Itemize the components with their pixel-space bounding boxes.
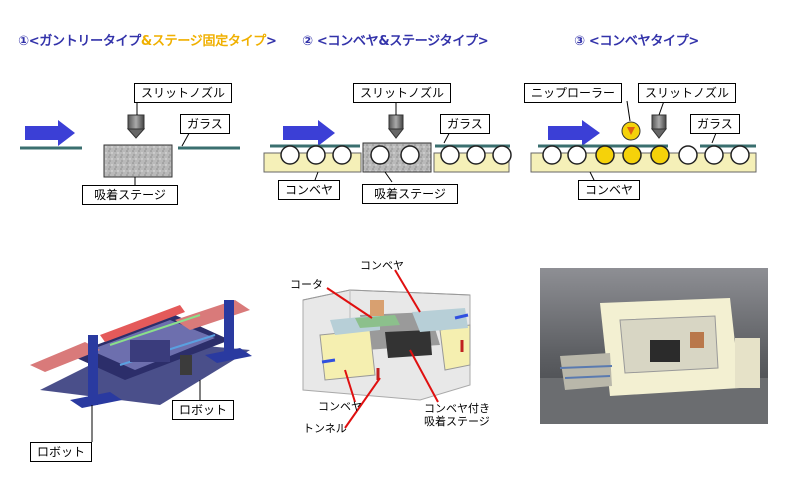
label-tunnel: トンネル bbox=[303, 422, 347, 435]
conveyor-roller bbox=[440, 145, 460, 165]
title-close: > bbox=[266, 34, 277, 49]
conveyor-roller bbox=[280, 145, 300, 165]
conveyor-roller bbox=[306, 145, 326, 165]
label-suction-stage-1: 吸着ステージ bbox=[82, 185, 178, 205]
label-robot-left: ロボット bbox=[30, 442, 93, 462]
conveyor-roller bbox=[567, 145, 587, 165]
label-conveyor-bottom: コンベヤ bbox=[318, 400, 362, 413]
label-glass-3: ガラス bbox=[690, 114, 740, 134]
label-nip-roller: ニップローラー bbox=[524, 83, 623, 103]
title-conveyor-type: ③ <コンベヤタイプ> bbox=[574, 34, 700, 49]
label-conveyor-top: コンベヤ bbox=[360, 259, 404, 272]
conveyor-roller bbox=[370, 145, 390, 165]
conveyor-roller bbox=[332, 145, 352, 165]
slit-nozzle-body-1 bbox=[127, 114, 145, 130]
label-robot-right: ロボット bbox=[172, 400, 235, 420]
conveyor-roller bbox=[622, 145, 642, 165]
conveyor-rollers bbox=[280, 145, 750, 165]
conveyor-roller bbox=[678, 145, 698, 165]
title-number: ① bbox=[18, 34, 29, 49]
label-conveyor-2: コンベヤ bbox=[278, 180, 341, 200]
layout-illustration bbox=[302, 269, 471, 429]
label-slit-nozzle-2: スリットノズル bbox=[353, 83, 452, 103]
slit-nozzle-body-2 bbox=[388, 114, 404, 130]
label-coater: コータ bbox=[290, 278, 323, 291]
conveyor-roller bbox=[466, 145, 486, 165]
label-conveyor-stage-1: コンベヤ付き bbox=[424, 402, 490, 415]
conveyor-roller bbox=[704, 145, 724, 165]
label-conveyor-stage-2: 吸着ステージ bbox=[424, 415, 490, 428]
slit-nozzle-tip-1 bbox=[126, 128, 146, 139]
title-conveyor-stage-type: ② <コンベヤ&ステージタイプ> bbox=[302, 34, 489, 49]
conveyor-roller bbox=[650, 145, 670, 165]
title-open: < bbox=[28, 34, 40, 49]
label-glass-1: ガラス bbox=[180, 114, 230, 134]
label-conveyor-3: コンベヤ bbox=[578, 180, 641, 200]
flow-arrow-3 bbox=[548, 120, 600, 146]
diagram-3 bbox=[530, 100, 757, 181]
machine-photo-drawing bbox=[540, 298, 768, 424]
title-part-a: ガントリータイプ bbox=[39, 34, 141, 49]
suction-stage-block-1 bbox=[103, 144, 173, 178]
conveyor-base-3 bbox=[530, 152, 757, 173]
diagram-1 bbox=[20, 102, 240, 186]
conveyor-roller bbox=[542, 145, 562, 165]
title-part-b: &ステージ固定タイプ bbox=[140, 34, 266, 49]
slit-nozzle-body-3 bbox=[651, 114, 667, 130]
label-slit-nozzle-1: スリットノズル bbox=[134, 83, 233, 103]
label-suction-stage-2: 吸着ステージ bbox=[362, 184, 458, 204]
conveyor-roller bbox=[595, 145, 615, 165]
machine-photo bbox=[540, 268, 768, 424]
conveyor-roller bbox=[400, 145, 420, 165]
gantry-robot-illustration bbox=[30, 300, 252, 442]
label-glass-2: ガラス bbox=[440, 114, 490, 134]
conveyor-roller bbox=[730, 145, 750, 165]
flow-arrow-1 bbox=[25, 120, 75, 146]
title-gantry-type: ①<ガントリータイプ&ステージ固定タイプ> bbox=[18, 30, 277, 49]
label-slit-nozzle-3: スリットノズル bbox=[638, 83, 737, 103]
conveyor-roller bbox=[492, 145, 512, 165]
flow-arrow-2 bbox=[283, 120, 335, 146]
